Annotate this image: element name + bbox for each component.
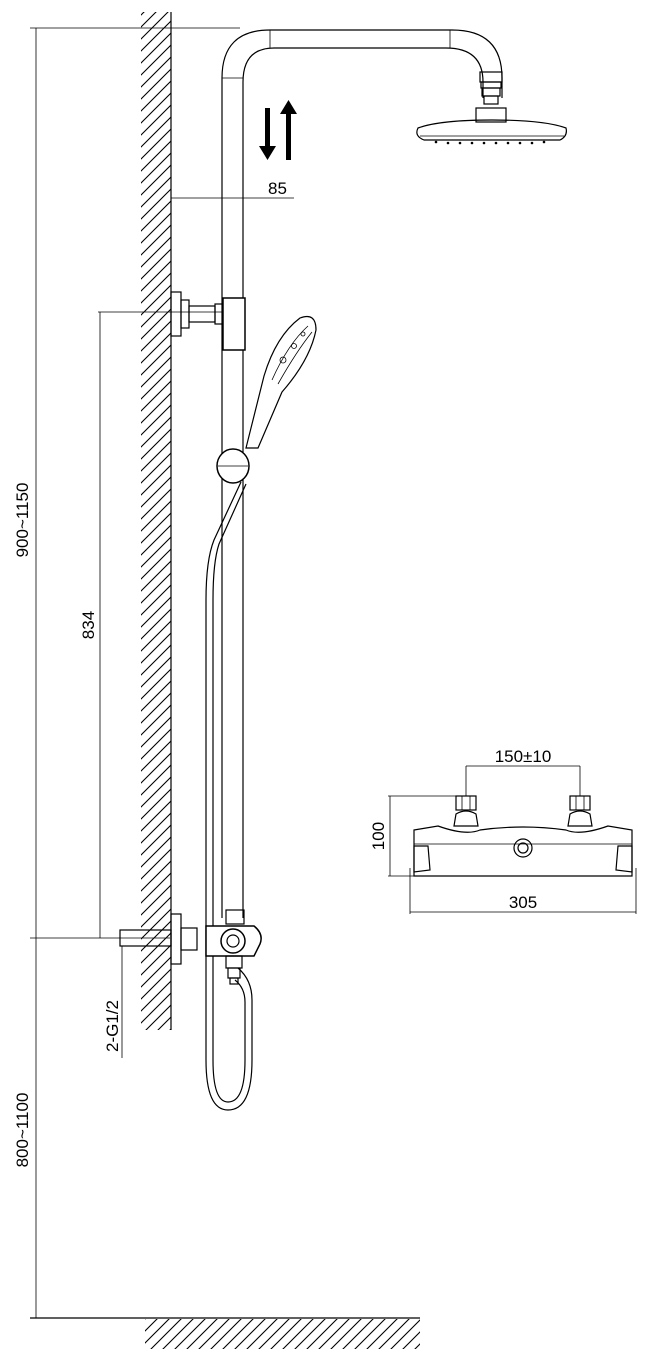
bracket-height-label: 834 xyxy=(79,611,98,639)
shower-hose xyxy=(205,481,253,1111)
inlet-thread-label: 2-G1/2 xyxy=(103,1000,122,1052)
rail-length-label: 900~1150 xyxy=(13,483,32,558)
hand-shower xyxy=(245,315,317,449)
valve-side-view xyxy=(205,909,262,985)
valve-width-label: 305 xyxy=(509,893,537,912)
bracket-height-dimension: 834 xyxy=(79,311,232,938)
valve-height-label: 100 xyxy=(369,822,388,850)
wall-offset-dimension: 85 xyxy=(171,179,294,199)
valve-spacing-label: 150±10 xyxy=(495,747,552,766)
valve-front-view: 150±10 100 305 xyxy=(369,747,637,914)
floor xyxy=(30,1317,420,1349)
spray-nozzles xyxy=(434,140,546,145)
wall-inlet xyxy=(119,913,198,965)
riser-pipe xyxy=(221,29,503,918)
slide-holder xyxy=(216,448,250,484)
wall-offset-label: 85 xyxy=(268,179,287,198)
inlet-thread-dimension: 2-G1/2 xyxy=(103,946,123,1058)
wall xyxy=(141,12,172,1030)
mount-height-dimension: 800~1100 xyxy=(13,938,37,1318)
up-down-arrows-icon xyxy=(259,100,297,160)
wall-bracket xyxy=(170,291,246,351)
mount-height-label: 800~1100 xyxy=(13,1093,32,1168)
rain-shower-head xyxy=(416,71,567,145)
